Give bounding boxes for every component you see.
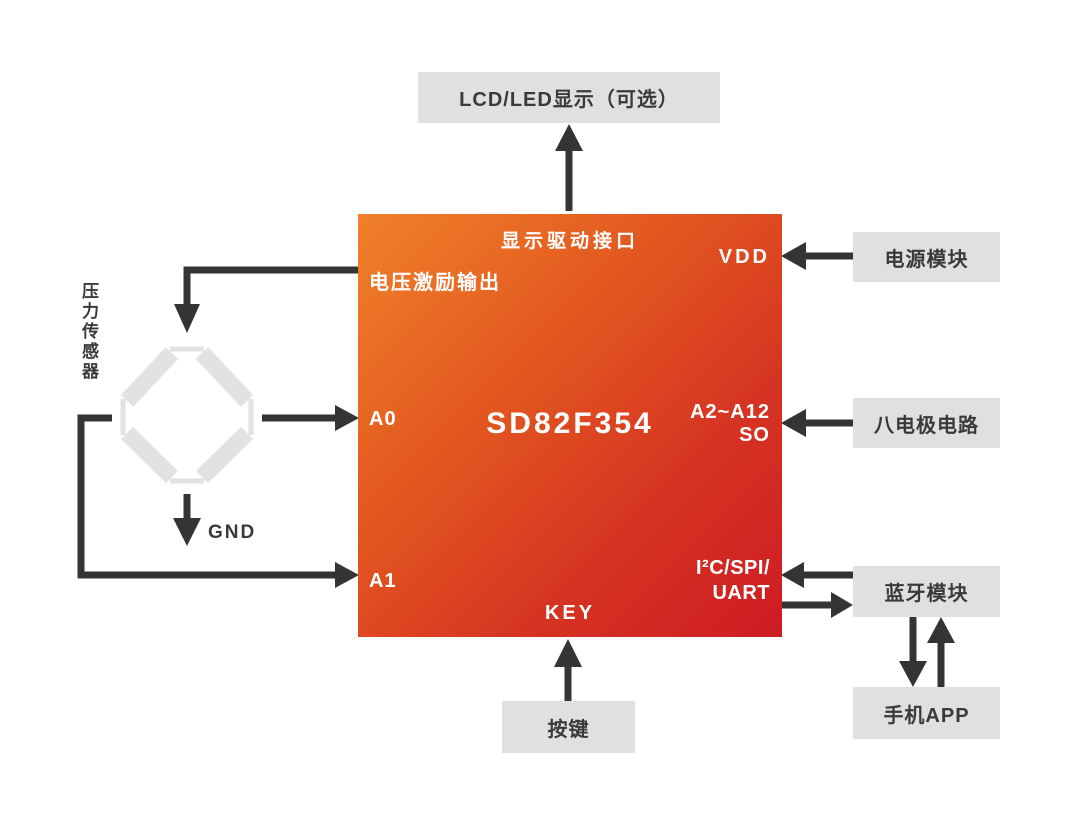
arrow-bluetooth-to-chip: [781, 562, 853, 588]
phone-app-box: 手机APP: [853, 687, 1000, 739]
pin-so: SO: [739, 424, 770, 446]
phone-app-label: 手机APP: [883, 704, 970, 727]
pin-key: KEY: [544, 602, 596, 624]
pin-display-driver-interface: 显示驱动接口: [500, 231, 639, 252]
electrode-circuit-box: 八电极电路: [853, 398, 1000, 448]
pin-uart: UART: [712, 582, 770, 604]
wheatstone-bridge-icon: [120, 346, 254, 484]
pressure-sensor-label: 压力传感器: [79, 282, 98, 382]
arrow-bluetooth-to-app: [899, 617, 927, 687]
key-button-box: 按键: [502, 701, 635, 753]
pin-voltage-excitation-output: 电压激励输出: [369, 272, 501, 294]
pin-a0: A0: [369, 408, 397, 430]
key-button-label: 按键: [547, 718, 590, 741]
arrow-power-to-chip: [781, 242, 853, 270]
electrode-circuit-label: 八电极电路: [874, 414, 979, 437]
power-module-box: 电源模块: [853, 232, 1000, 282]
wire-excitation-to-bridge: [174, 266, 358, 333]
arrow-chip-to-bluetooth: [782, 592, 853, 618]
pin-a1: A1: [369, 570, 397, 592]
pin-a2-a12: A2~A12: [690, 401, 770, 423]
pin-i2c-spi: I²C/SPI/: [695, 557, 770, 579]
lcd-led-display-label: LCD/LED显示（可选）: [459, 89, 679, 111]
bluetooth-module-box: 蓝牙模块: [853, 566, 1000, 617]
arrow-chip-to-display: [555, 124, 583, 211]
arrow-bridge-to-gnd: [173, 494, 201, 546]
pin-group-i2c-spi-uart: I²C/SPI/ UART: [696, 556, 770, 606]
lcd-led-display-box: LCD/LED显示（可选）: [418, 72, 720, 123]
wire-bridge-to-a1: [77, 414, 359, 588]
arrow-electrodes-to-chip: [781, 409, 853, 437]
pin-group-a2-a12-so: A2~A12 SO: [690, 401, 770, 447]
chip-sd82f354: 显示驱动接口 VDD 电压激励输出 A0 SD82F354 A2~A12 SO …: [358, 214, 782, 637]
bluetooth-module-label: 蓝牙模块: [884, 583, 969, 605]
pin-vdd: VDD: [718, 246, 770, 268]
arrow-app-to-bluetooth: [927, 617, 955, 687]
arrow-key-to-chip: [554, 639, 582, 701]
wire-bridge-to-a0: [262, 405, 359, 431]
chip-name: SD82F354: [486, 407, 654, 440]
gnd-label: GND: [208, 522, 257, 543]
power-module-label: 电源模块: [884, 248, 969, 271]
